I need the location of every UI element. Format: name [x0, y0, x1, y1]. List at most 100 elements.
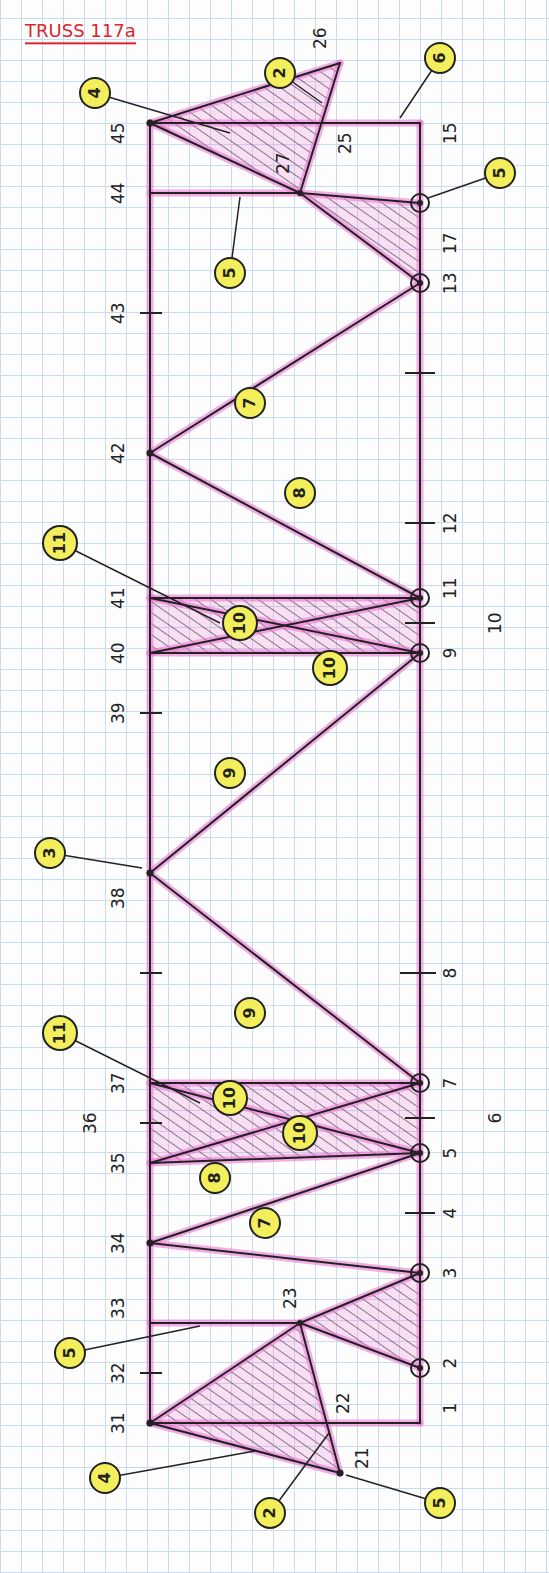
truss-member [150, 123, 300, 193]
truss-member [150, 63, 340, 123]
truss-member [150, 598, 420, 653]
callout-circle: 11 [42, 1015, 78, 1051]
joint-number: 45 [109, 121, 128, 145]
joint-number: 31 [109, 1411, 128, 1435]
callout-number: 5 [62, 1347, 78, 1358]
callout-number: 8 [207, 1172, 223, 1183]
truss-member [150, 1083, 420, 1163]
truss-member [300, 1273, 420, 1323]
callout-circle: 11 [42, 525, 78, 561]
joint-number: 15 [441, 121, 460, 145]
tick-marks [140, 313, 436, 1373]
joint-number: 9 [441, 647, 460, 660]
truss-member [150, 453, 420, 598]
truss-member [300, 193, 420, 283]
truss-member [150, 1422, 420, 1424]
joint-number: 8 [441, 967, 460, 980]
truss-members [150, 63, 420, 1473]
truss-member [150, 453, 420, 598]
callout-number: 4 [97, 1472, 113, 1483]
truss-member [300, 1323, 420, 1368]
callout-number: 7 [257, 1217, 273, 1228]
truss-member [150, 1243, 420, 1273]
truss-member [150, 1083, 420, 1153]
callout-number: 4 [87, 87, 103, 98]
truss-member [150, 598, 420, 653]
truss-member [300, 1323, 420, 1368]
highlight-members [150, 63, 420, 1473]
joint-number: 4 [441, 1207, 460, 1220]
callout-circle: 9 [214, 757, 246, 789]
joint-number: 32 [109, 1361, 128, 1385]
callout-number: 5 [492, 167, 508, 178]
hatched-panels [150, 63, 420, 1473]
joint-number: 1 [441, 1402, 460, 1415]
joint-number: 7 [441, 1077, 460, 1090]
callout-circle: 10 [212, 1080, 248, 1116]
joint-circles [411, 194, 429, 1377]
callout-number: 10 [292, 1122, 308, 1144]
truss-member [150, 122, 420, 124]
truss-member [417, 123, 424, 1423]
truss-member [147, 123, 154, 1423]
joint-number: 27 [274, 151, 293, 175]
truss-member [150, 1082, 420, 1084]
callout-number: 11 [52, 1022, 68, 1044]
truss-member [150, 1320, 300, 1327]
joint-number: 44 [109, 181, 128, 205]
truss-member [300, 193, 420, 203]
truss-member [150, 1080, 420, 1087]
callout-number: 7 [242, 397, 258, 408]
joint-number: 37 [109, 1071, 128, 1095]
callout-circle: 10 [282, 1115, 318, 1151]
callout-circle: 5 [54, 1337, 86, 1369]
truss-member [150, 123, 300, 193]
truss-member [150, 598, 420, 653]
callout-circle: 6 [424, 42, 456, 74]
truss-member [150, 650, 420, 657]
callout-number: 10 [232, 612, 248, 634]
truss-member [150, 1243, 420, 1273]
joint-number: 13 [441, 271, 460, 295]
truss-member [300, 1273, 420, 1323]
truss-member [300, 193, 420, 283]
truss-member [150, 192, 300, 194]
truss-member [150, 595, 420, 602]
joint-number: 2 [441, 1357, 460, 1370]
joint-number: 6 [486, 1112, 505, 1125]
joint-number: 21 [353, 1446, 372, 1470]
callout-circle: 5 [484, 157, 516, 189]
joint-number: 25 [336, 131, 355, 155]
joint-number: 40 [109, 641, 128, 665]
joint-number: 35 [109, 1151, 128, 1175]
callout-number: 11 [52, 532, 68, 554]
joint-number: 11 [441, 576, 460, 600]
callout-circle: 8 [199, 1162, 231, 1194]
truss-member [150, 1322, 300, 1324]
callout-number: 6 [432, 52, 448, 63]
truss-member [150, 63, 340, 123]
callout-circle: 2 [264, 57, 296, 89]
callout-circle: 8 [284, 477, 316, 509]
callout-number: 10 [222, 1087, 238, 1109]
truss-member [150, 1420, 420, 1427]
callout-number: 2 [262, 1507, 278, 1518]
truss-member [150, 597, 420, 599]
joint-number: 23 [281, 1286, 300, 1310]
joint-number: 34 [109, 1231, 128, 1255]
callout-circle: 10 [312, 650, 348, 686]
callout-number: 5 [432, 1497, 448, 1508]
joint-number: 43 [109, 301, 128, 325]
truss-member [150, 653, 420, 873]
sheet-title: TRUSS 117a [25, 22, 136, 45]
callout-circle: 5 [214, 257, 246, 289]
truss-member [150, 1153, 420, 1243]
callout-number: 5 [222, 267, 238, 278]
truss-member [149, 123, 151, 1423]
callout-number: 9 [222, 767, 238, 778]
truss-member [150, 1153, 420, 1163]
callout-circle: 4 [79, 77, 111, 109]
truss-member [150, 190, 300, 197]
callout-number: 3 [42, 847, 58, 858]
